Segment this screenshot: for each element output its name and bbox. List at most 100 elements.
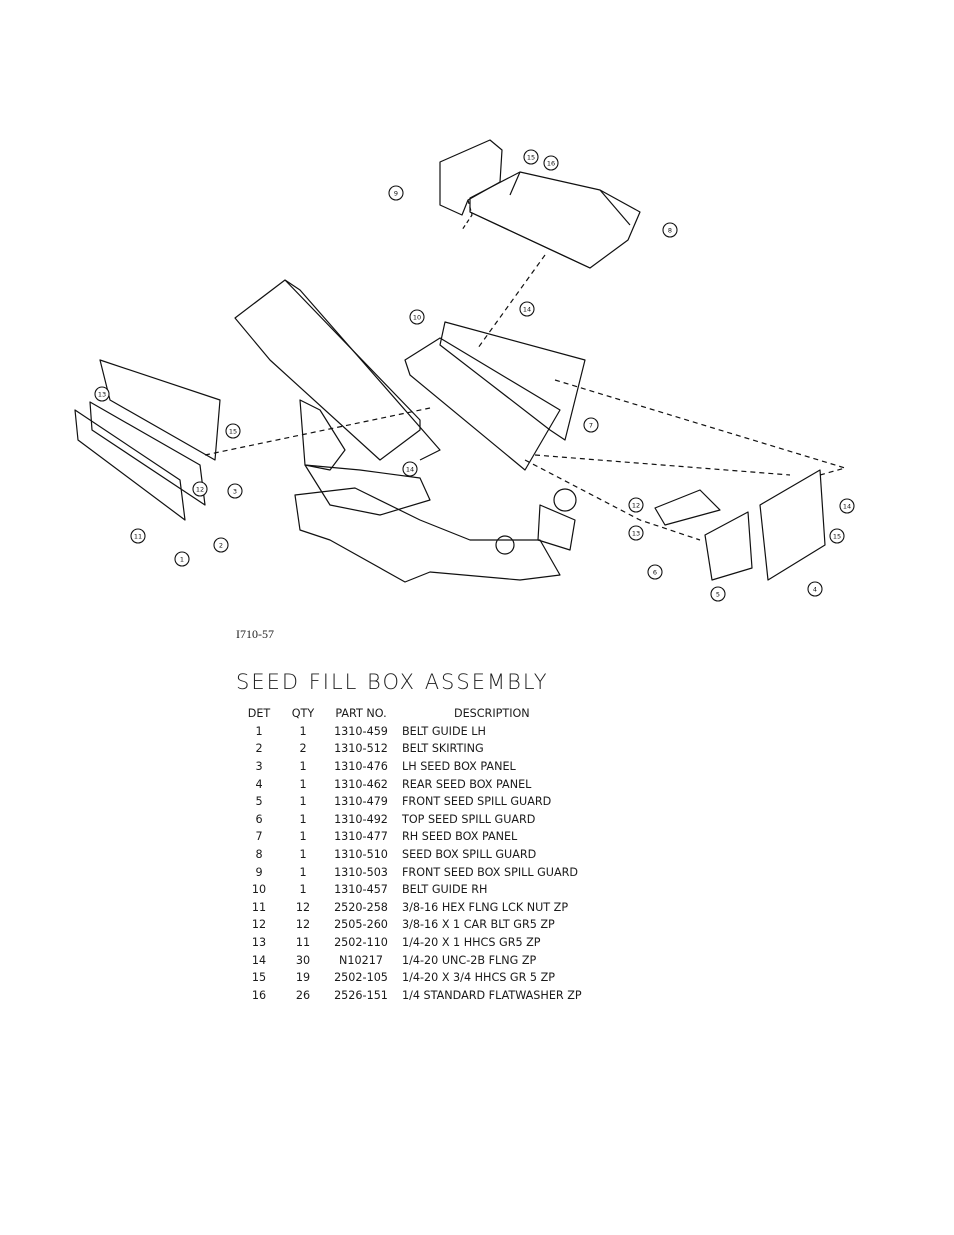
svg-text:15: 15 — [833, 533, 841, 541]
callout-15: 15 — [523, 149, 539, 165]
callout-14: 14 — [519, 301, 535, 317]
cell-det: 6 — [255, 812, 263, 826]
svg-text:6: 6 — [653, 569, 657, 577]
part-1-belt-guide-lh — [74, 409, 186, 521]
svg-text:12: 12 — [632, 502, 640, 510]
cell-description: 1/4 STANDARD FLATWASHER ZP — [402, 988, 582, 1002]
cell-det: 4 — [255, 777, 263, 791]
part-2-belt-skirting — [89, 401, 206, 506]
svg-text:4: 4 — [813, 586, 817, 594]
callout-11: 11 — [130, 528, 146, 544]
cell-part-no: N10217 — [339, 953, 383, 967]
cell-part-no: 2520-258 — [334, 900, 388, 914]
column-header-qty: QTY — [291, 707, 315, 721]
callout-9: 9 — [388, 185, 404, 201]
cell-description: TOP SEED SPILL GUARD — [402, 812, 536, 826]
table-header-row: DET QTY PART NO. DESCRIPTION — [236, 705, 582, 723]
cell-qty: 1 — [299, 883, 307, 897]
cell-det: 5 — [255, 795, 263, 809]
part-4-rear-seed-box-panel — [759, 469, 826, 581]
cell-qty: 2 — [299, 742, 307, 756]
cell-qty: 1 — [299, 865, 307, 879]
cell-qty: 1 — [299, 830, 307, 844]
table-row: 5 1 1310-479 FRONT SEED SPILL GUARD — [236, 793, 582, 811]
cell-det: 14 — [251, 953, 267, 967]
cell-qty: 11 — [295, 936, 311, 950]
column-header-part-no: PART NO. — [335, 707, 387, 721]
cell-det: 7 — [255, 830, 263, 844]
callout-6: 6 — [647, 564, 663, 580]
svg-text:8: 8 — [668, 227, 672, 235]
cell-description: 3/8-16 X 1 CAR BLT GR5 ZP — [402, 918, 555, 932]
cell-part-no: 1310-457 — [334, 883, 388, 897]
cell-part-no: 2505-260 — [334, 918, 388, 932]
svg-text:2: 2 — [219, 542, 223, 550]
cell-description: SEED BOX SPILL GUARD — [402, 848, 537, 862]
svg-text:16: 16 — [547, 160, 555, 168]
part-6-top-seed-spill-guard — [654, 489, 721, 526]
callout-13: 13 — [94, 386, 110, 402]
svg-text:10: 10 — [413, 314, 421, 322]
svg-text:1: 1 — [180, 556, 184, 564]
callout-14: 14 — [402, 461, 418, 477]
svg-text:14: 14 — [406, 466, 414, 474]
cell-det: 3 — [255, 760, 263, 774]
cell-det: 8 — [255, 848, 263, 862]
cell-part-no: 2526-151 — [334, 988, 388, 1002]
cell-qty: 26 — [295, 988, 311, 1002]
column-header-det: DET — [247, 707, 271, 721]
cell-qty: 1 — [299, 724, 307, 738]
callout-14: 14 — [839, 498, 855, 514]
cell-description: BELT SKIRTING — [402, 742, 484, 756]
cell-description: 1/4-20 X 1 HHCS GR5 ZP — [402, 936, 541, 950]
cell-description: FRONT SEED BOX SPILL GUARD — [402, 865, 579, 879]
callout-2: 2 — [213, 537, 229, 553]
cell-part-no: 1310-477 — [334, 830, 388, 844]
cell-description: FRONT SEED SPILL GUARD — [402, 795, 552, 809]
svg-text:11: 11 — [134, 533, 142, 541]
column-header-description: DESCRIPTION — [453, 707, 530, 721]
exploded-assembly-diagram: 9 15 16 8 14 10 7 13 15 3 12 2 1 11 14 1… — [74, 139, 855, 602]
callout-15: 15 — [225, 423, 241, 439]
svg-text:12: 12 — [196, 486, 204, 494]
svg-text:14: 14 — [843, 503, 851, 511]
cell-part-no: 1310-512 — [334, 742, 388, 756]
frame-body — [294, 487, 561, 583]
cell-description: REAR SEED BOX PANEL — [402, 777, 532, 791]
cell-qty: 1 — [299, 795, 307, 809]
cell-qty: 1 — [299, 848, 307, 862]
cell-part-no: 1310-479 — [334, 795, 388, 809]
part-8-seed-box-spill-guard — [469, 171, 641, 269]
cell-description: BELT GUIDE LH — [402, 724, 486, 738]
cell-qty: 1 — [299, 777, 307, 791]
callout-5: 5 — [710, 586, 726, 602]
svg-text:15: 15 — [527, 154, 535, 162]
cell-part-no: 2502-110 — [334, 936, 388, 950]
cell-part-no: 1310-503 — [334, 865, 388, 879]
part-9-front-spill-guard — [439, 139, 503, 216]
belt-guide-long — [234, 279, 421, 461]
svg-text:3: 3 — [233, 488, 237, 496]
cell-qty: 12 — [295, 918, 311, 932]
cell-det: 10 — [251, 883, 267, 897]
svg-text:7: 7 — [589, 422, 593, 430]
svg-text:14: 14 — [523, 306, 531, 314]
svg-text:13: 13 — [98, 391, 106, 399]
callout-12: 12 — [628, 497, 644, 513]
cell-part-no: 1310-476 — [334, 760, 388, 774]
cell-qty: 30 — [295, 953, 311, 967]
callout-13: 13 — [628, 525, 644, 541]
cell-part-no: 2502-105 — [334, 971, 388, 985]
